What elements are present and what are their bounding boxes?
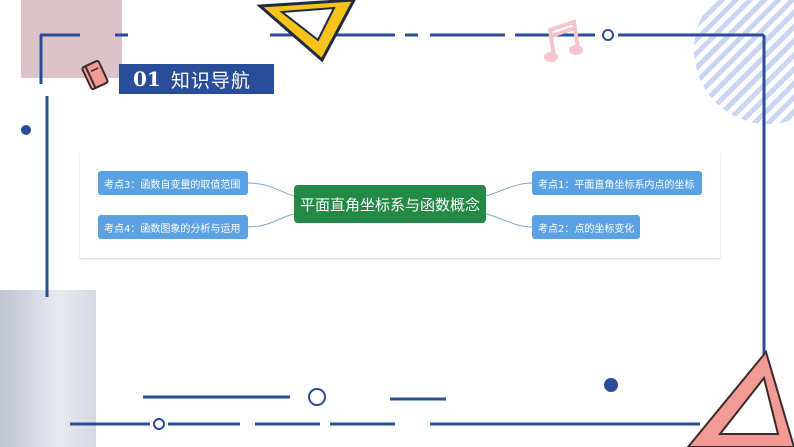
- mindmap-connectors: [247, 182, 533, 228]
- mindmap-node-left-1[interactable]: 考点3：函数自变量的取值范围: [98, 171, 248, 195]
- music-note-icon: [544, 19, 583, 62]
- striped-circle-decor: [694, 0, 794, 124]
- decor-square-gray: [0, 290, 96, 447]
- section-number: 01: [133, 67, 161, 91]
- mindmap-node-right-1[interactable]: 考点1：平面直角坐标系内点的坐标: [532, 171, 702, 195]
- book-icon: [81, 59, 109, 91]
- decor-square-mauve: [21, 0, 122, 78]
- mindmap-center-node[interactable]: 平面直角坐标系与函数概念: [294, 185, 486, 223]
- triangle-decor: [256, 0, 356, 62]
- mindmap: 考点3：函数自变量的取值范围 考点4：函数图象的分析与运用 平面直角坐标系与函数…: [80, 152, 720, 258]
- triangle-decor: [686, 349, 794, 447]
- section-header: 01 知识导航: [119, 64, 274, 94]
- section-title: 知识导航: [170, 69, 251, 92]
- mindmap-node-right-2[interactable]: 考点2：点的坐标变化: [532, 215, 640, 239]
- mindmap-node-left-2[interactable]: 考点4：函数图象的分析与运用: [98, 215, 248, 239]
